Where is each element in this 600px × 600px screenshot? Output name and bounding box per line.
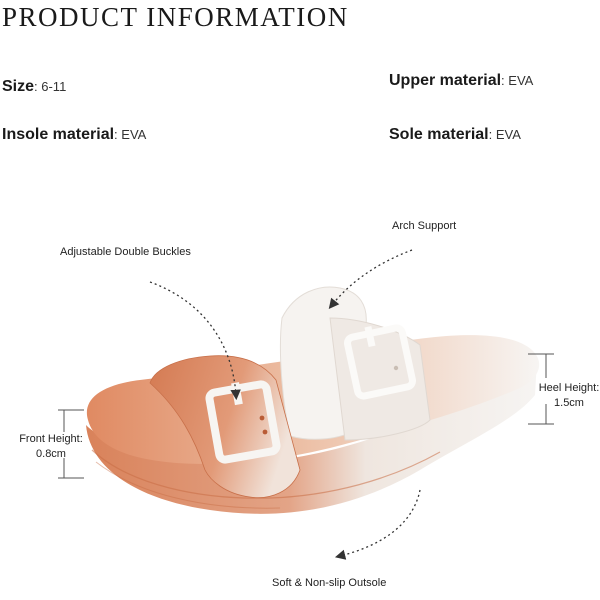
front-height-bracket bbox=[58, 409, 84, 479]
sole-edge-line-2 bbox=[95, 461, 281, 509]
page-title: PRODUCT INFORMATION bbox=[2, 2, 349, 32]
spec-sole-key: Sole material bbox=[389, 126, 489, 143]
front-height-value: 0.8cm bbox=[36, 448, 66, 460]
front-height-label: Front Height: 0.8cm bbox=[18, 432, 84, 462]
spec-upper-value: EVA bbox=[508, 73, 534, 88]
back-buckle bbox=[343, 324, 417, 400]
spec-sole-sep: : bbox=[488, 127, 496, 142]
heel-height-value: 1.5cm bbox=[554, 397, 584, 409]
sole-edge-line bbox=[91, 449, 441, 499]
sandal-outsole bbox=[86, 360, 537, 514]
spec-insole-material: Insole material: EVA bbox=[2, 126, 146, 144]
spec-upper-key: Upper material bbox=[389, 72, 502, 89]
heel-height-label: Heel Height: 1.5cm bbox=[536, 381, 600, 411]
spec-sole-value: EVA bbox=[495, 127, 521, 142]
heel-height-bracket bbox=[528, 353, 554, 425]
front-strap bbox=[149, 355, 301, 498]
front-strap-hole-1 bbox=[259, 415, 265, 421]
spec-insole-sep: : bbox=[114, 127, 122, 142]
spec-size-sep: : bbox=[34, 79, 42, 94]
arch-callout-arrow bbox=[328, 249, 413, 310]
spec-size: Size: 6-11 bbox=[2, 78, 66, 96]
spec-upper-material: Upper material: EVA bbox=[389, 72, 533, 90]
back-strap-hole bbox=[393, 365, 399, 371]
callout-arch-support: Arch Support bbox=[392, 220, 457, 232]
back-buckle-pin bbox=[364, 326, 376, 348]
spec-insole-value: EVA bbox=[121, 127, 147, 142]
spec-size-key: Size bbox=[2, 78, 35, 95]
callout-adjustable-buckles: Adjustable Double Buckles bbox=[60, 246, 191, 258]
spec-insole-key: Insole material bbox=[2, 126, 115, 143]
heel-height-title: Heel Height: bbox=[538, 382, 600, 394]
spec-size-value: 6-11 bbox=[41, 79, 67, 94]
spec-upper-sep: : bbox=[501, 73, 509, 88]
spec-sole-material: Sole material: EVA bbox=[389, 126, 521, 144]
front-strap-hole-2 bbox=[262, 429, 268, 435]
callout-outsole: Soft & Non-slip Outsole bbox=[272, 577, 387, 589]
front-height-title: Front Height: bbox=[19, 433, 83, 445]
